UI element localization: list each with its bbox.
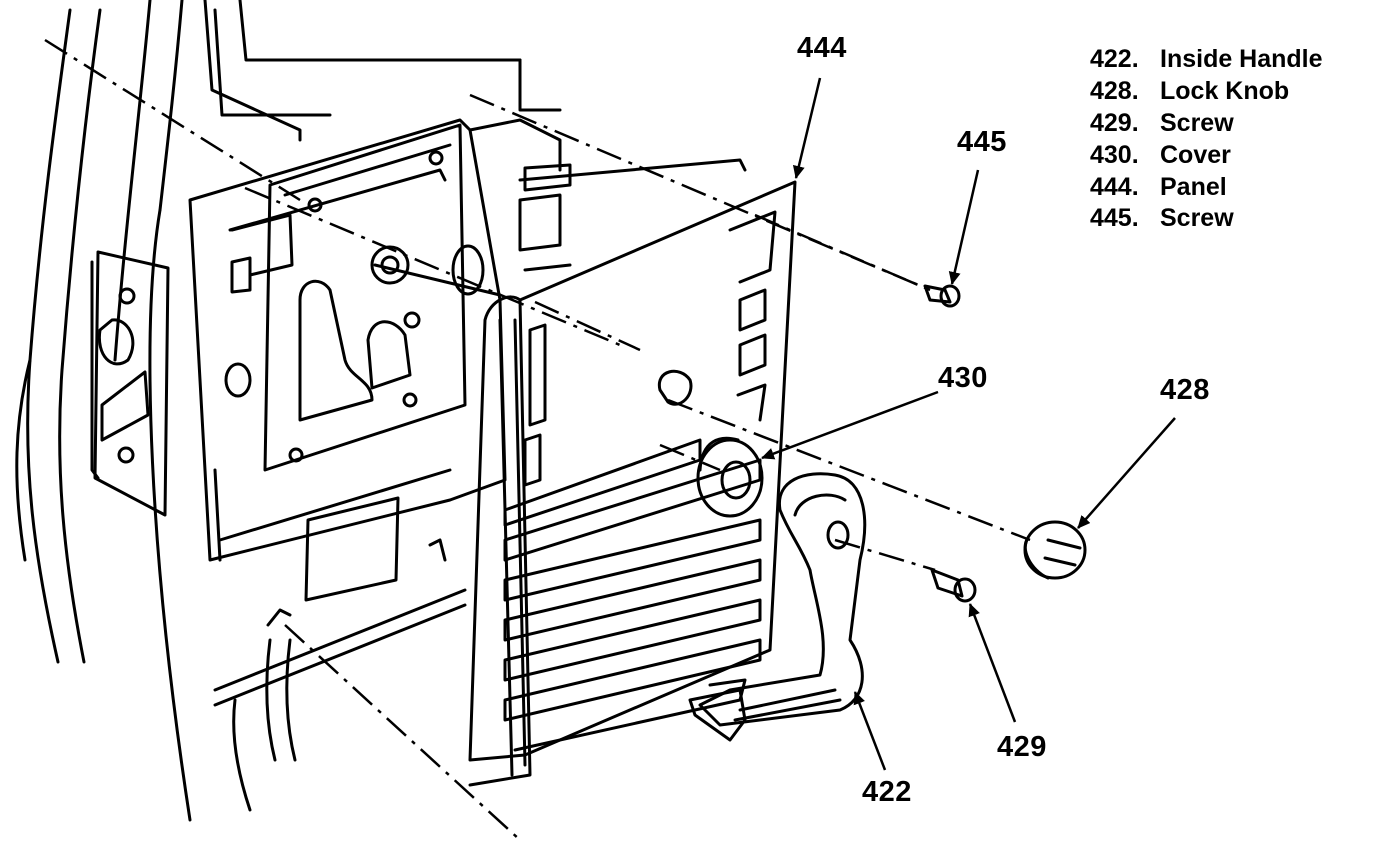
leader-422 (853, 691, 887, 771)
legend-number: 430. (1090, 140, 1139, 169)
legend-number: 444. (1090, 172, 1139, 201)
leader-428 (1077, 417, 1176, 529)
screw-445-part (923, 284, 961, 308)
legend-number: 422. (1090, 45, 1139, 74)
legend-row: 428. Lock Knob (1090, 76, 1323, 108)
alignment-lines (44, 38, 1031, 841)
callout-445: 445 (957, 126, 1007, 158)
lock-knob-part (1023, 520, 1087, 580)
callout-429: 429 (997, 731, 1047, 763)
leader-444 (792, 77, 822, 179)
screw-429-part (930, 568, 977, 603)
parts-legend: 422. Inside Handle 428. Lock Knob 429. S… (1090, 44, 1323, 235)
door-edge-outline (15, 0, 562, 822)
legend-number: 445. (1090, 204, 1139, 233)
legend-number: 428. (1090, 77, 1139, 106)
callout-444: 444 (797, 32, 847, 64)
legend-row: 429. Screw (1090, 108, 1323, 140)
legend-row: 445. Screw (1090, 203, 1323, 235)
legend-label: Lock Knob (1160, 77, 1290, 106)
legend-row: 444. Panel (1090, 171, 1323, 203)
legend-row: 430. Cover (1090, 139, 1323, 171)
leader-429 (968, 603, 1017, 723)
legend-number: 429. (1090, 108, 1139, 137)
latch-mechanism-plate (224, 123, 502, 472)
legend-row: 422. Inside Handle (1090, 44, 1323, 76)
callout-422: 422 (862, 776, 912, 808)
striker-plate (90, 250, 170, 517)
leader-445 (948, 169, 980, 285)
leader-arrows (761, 77, 1176, 771)
legend-label: Panel (1160, 172, 1227, 201)
door-sill (213, 538, 467, 812)
callout-430: 430 (938, 362, 988, 394)
inner-door-structure (188, 118, 747, 602)
callout-428: 428 (1160, 374, 1210, 406)
legend-label: Screw (1160, 108, 1234, 137)
legend-label: Cover (1160, 140, 1231, 169)
cover-part (696, 436, 764, 518)
inside-handle-part (698, 472, 867, 727)
leader-430 (761, 390, 939, 460)
door-trim-panel (468, 180, 797, 787)
legend-label: Inside Handle (1160, 45, 1323, 74)
legend-label: Screw (1160, 204, 1234, 233)
